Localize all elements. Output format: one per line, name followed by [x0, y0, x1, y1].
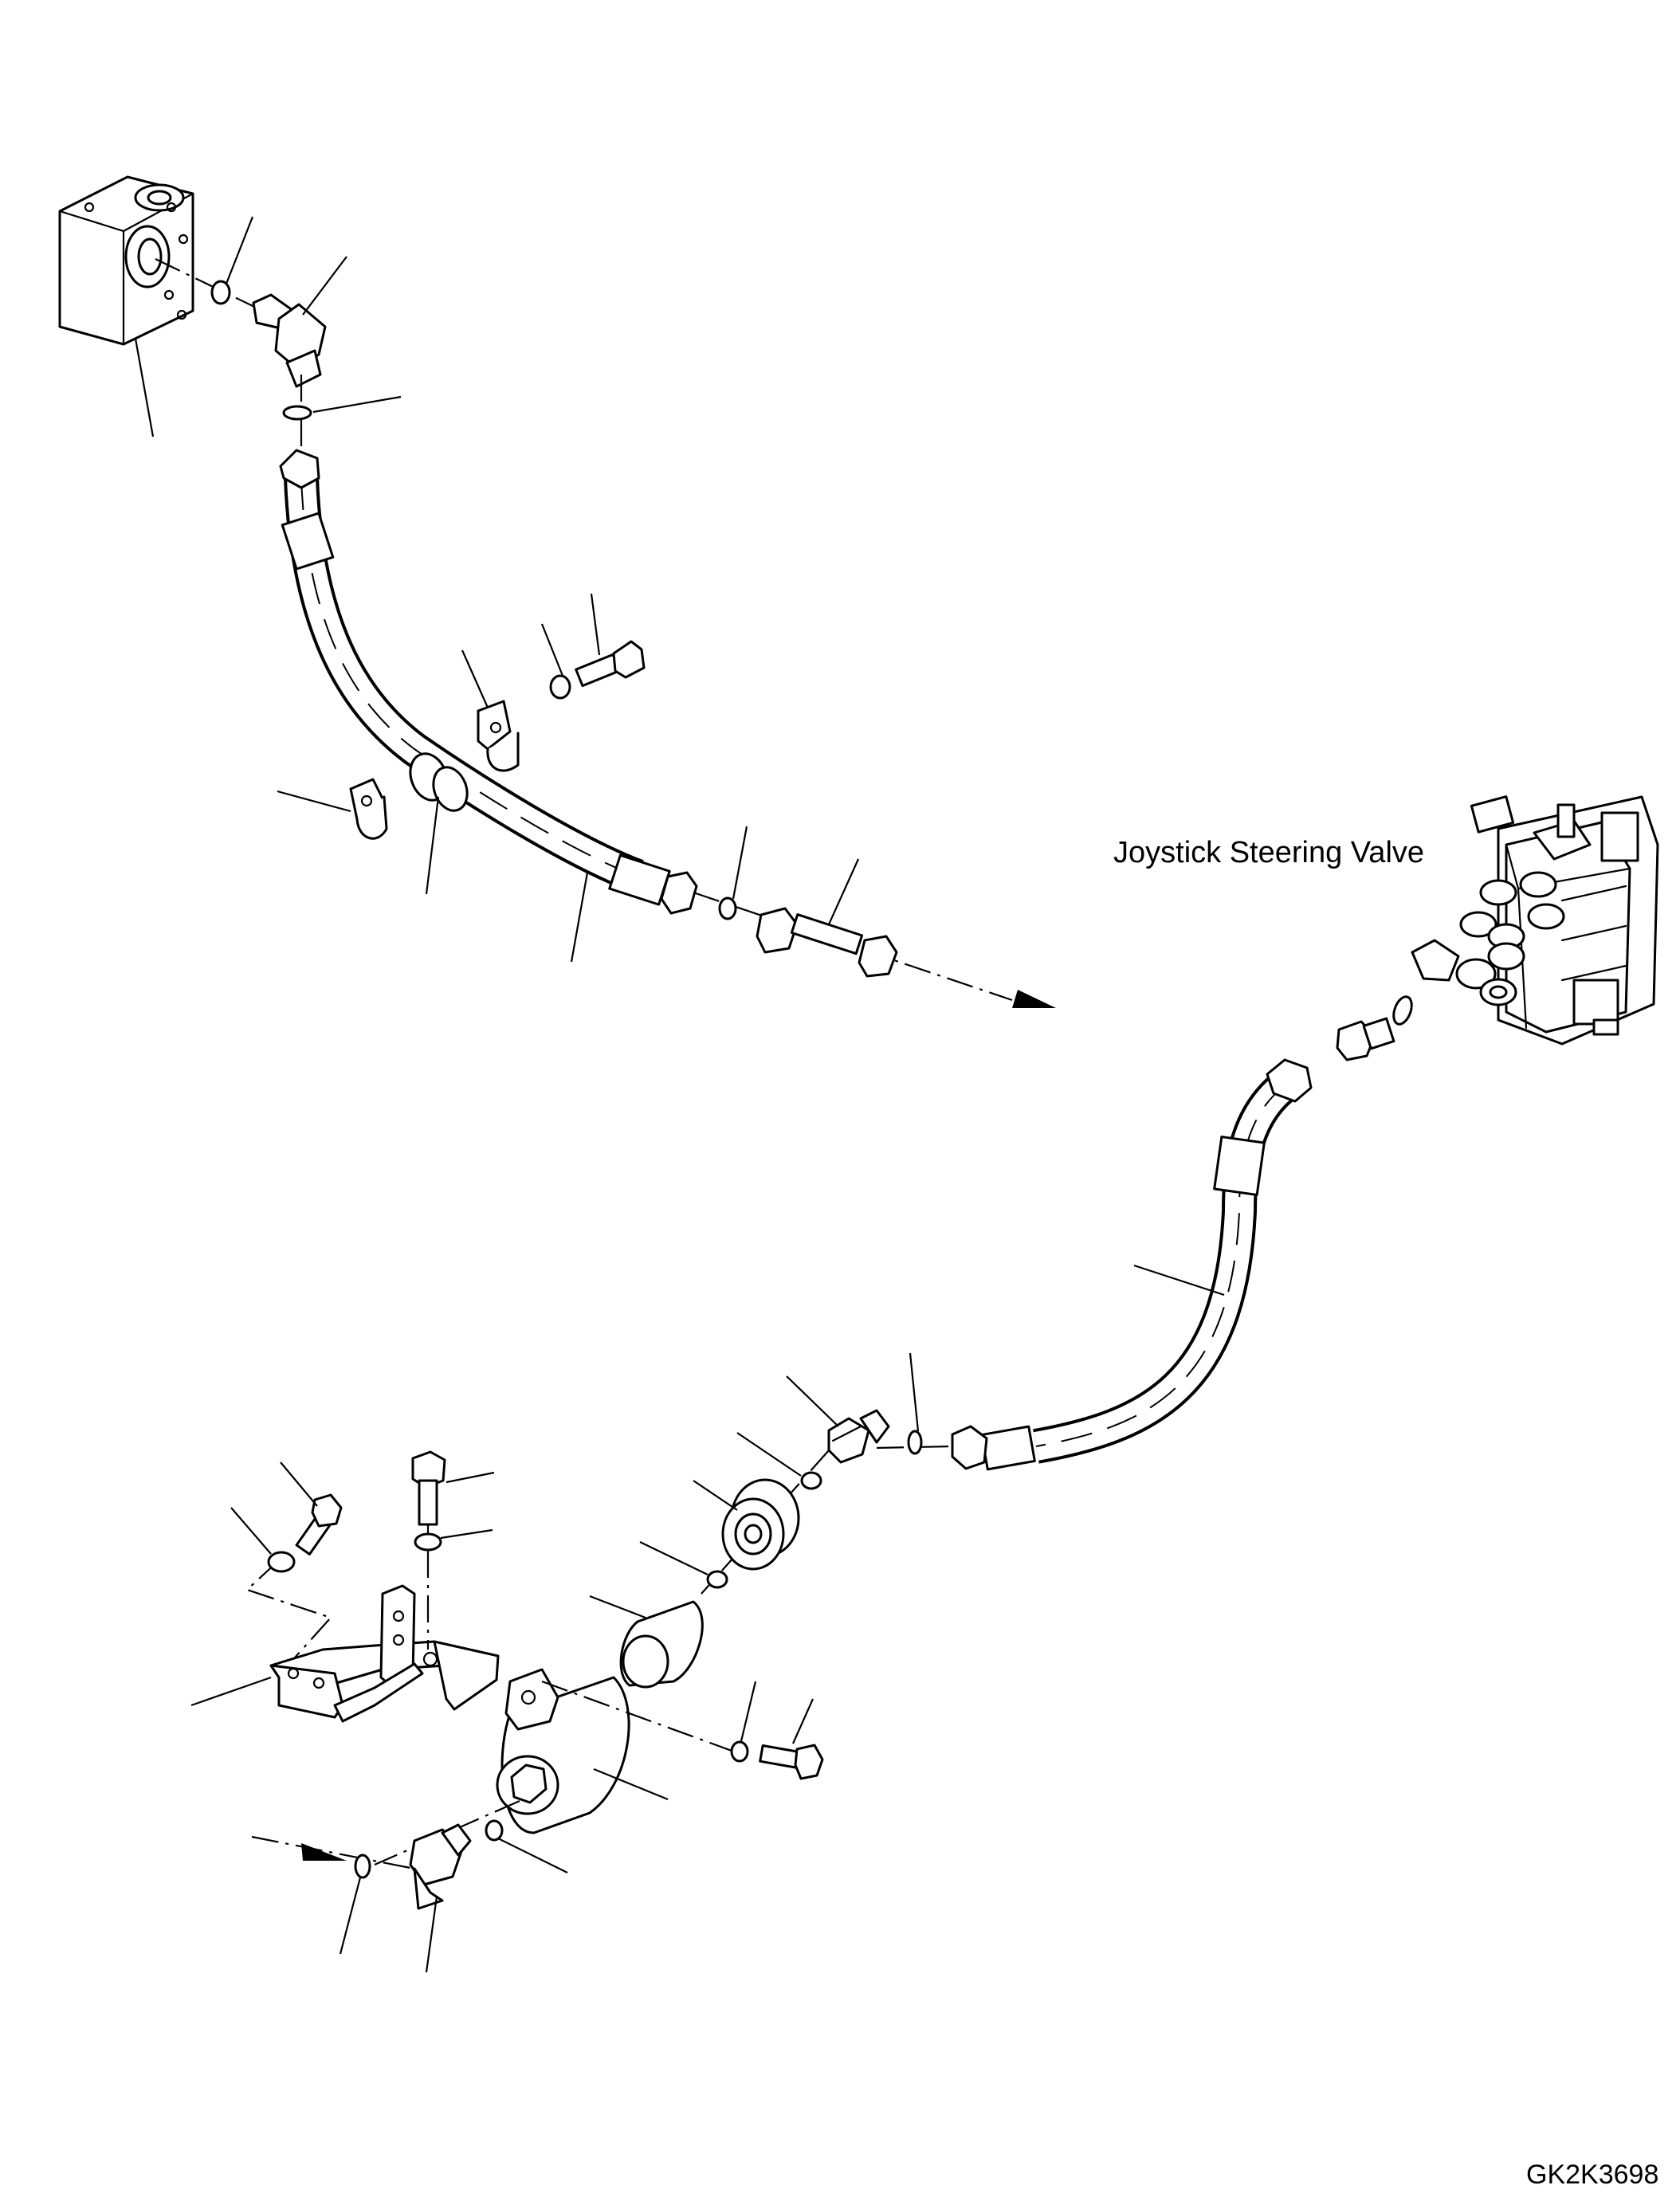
clamp-lower: [349, 778, 388, 840]
elbow-fitting-lower-right: [827, 1409, 890, 1464]
o-ring: [282, 405, 312, 421]
leader-o-ring: [736, 1432, 802, 1477]
leader-o-ring: [339, 1877, 362, 1955]
o-ring: [718, 896, 737, 920]
leader-washer: [540, 623, 564, 677]
hose-upper: [279, 449, 698, 915]
leader-o-ring: [909, 1352, 920, 1432]
leader-clamp-upper: [461, 649, 489, 708]
o-ring: [354, 1854, 371, 1879]
bolt-bracket-left: [295, 1493, 343, 1556]
union-fitting: [721, 1478, 800, 1571]
bracket: [269, 1584, 500, 1723]
flow-out-arrow-icon: [1012, 990, 1056, 1008]
o-ring: [800, 1471, 822, 1490]
bolt-bracket-top: [411, 1450, 446, 1526]
adapter-fitting: [756, 907, 898, 978]
leader-washer: [740, 1681, 757, 1742]
o-ring: [210, 280, 231, 305]
centerline-lower-chain: [876, 1445, 953, 1450]
o-ring: [485, 1819, 504, 1842]
leader-clamp-spacer: [425, 796, 440, 895]
filter-housing: [496, 1668, 630, 1834]
centerline-bolt-lower: [541, 1680, 750, 1759]
leader-washer: [440, 1528, 493, 1540]
joystick-steering-valve: [1411, 795, 1659, 1046]
elbow-fitting-lower-left: [409, 1823, 472, 1910]
leader-filter-housing: [593, 1767, 669, 1801]
leader-hose-lower: [1133, 1264, 1225, 1297]
leader-union-fitting: [693, 1480, 738, 1511]
leader-elbow-fitting-upper: [302, 256, 347, 316]
centerline-inlet: [251, 1835, 415, 1870]
leader-adapter-fitting: [827, 858, 860, 925]
washer: [267, 1551, 296, 1573]
leader-elbow-fitting-lower-right: [786, 1375, 839, 1427]
o-ring: [706, 1570, 728, 1589]
flow-in-arrow-icon: [301, 1843, 347, 1861]
valve-label: Joystick Steering Valve: [1113, 836, 1424, 869]
bolt-upper: [575, 640, 646, 688]
leader-bracket: [190, 1676, 272, 1707]
leader-o-ring: [639, 1541, 709, 1575]
bolt-lower-right: [759, 1744, 824, 1780]
leader-o-ring: [225, 216, 254, 284]
filter-cartridge: [619, 1600, 704, 1689]
leader-o-ring: [497, 1838, 568, 1873]
washer: [414, 1532, 442, 1552]
valve-port-fitting: [1336, 1017, 1395, 1061]
o-ring: [1392, 995, 1413, 1026]
leader-o-ring: [732, 826, 748, 900]
elbow-fitting-upper: [252, 293, 327, 388]
leader-washer: [230, 1507, 272, 1555]
leader-bolt-bracket-left: [280, 1461, 318, 1507]
clamp-upper: [477, 700, 520, 772]
leader-bolt-lower-right: [791, 1698, 814, 1744]
leader-clamp-lower: [277, 790, 351, 813]
drawing-code: GK2K3698: [1526, 2160, 1658, 2190]
hose-lower: [951, 1058, 1313, 1471]
leader-bolt-bracket-top: [446, 1471, 495, 1484]
leader-valve-block: [134, 338, 155, 437]
leader-bolt-upper: [590, 593, 601, 656]
centerline-bracket-bolt: [245, 1559, 332, 1658]
leader-o-ring: [312, 395, 402, 414]
washer: [730, 1740, 749, 1763]
valve-block: [58, 175, 194, 346]
o-ring: [907, 1430, 923, 1455]
leader-filter-cartridge: [589, 1595, 646, 1619]
washer: [549, 674, 571, 700]
leader-elbow-fitting-lower-left: [425, 1896, 438, 1973]
leader-hose-upper: [570, 872, 589, 963]
